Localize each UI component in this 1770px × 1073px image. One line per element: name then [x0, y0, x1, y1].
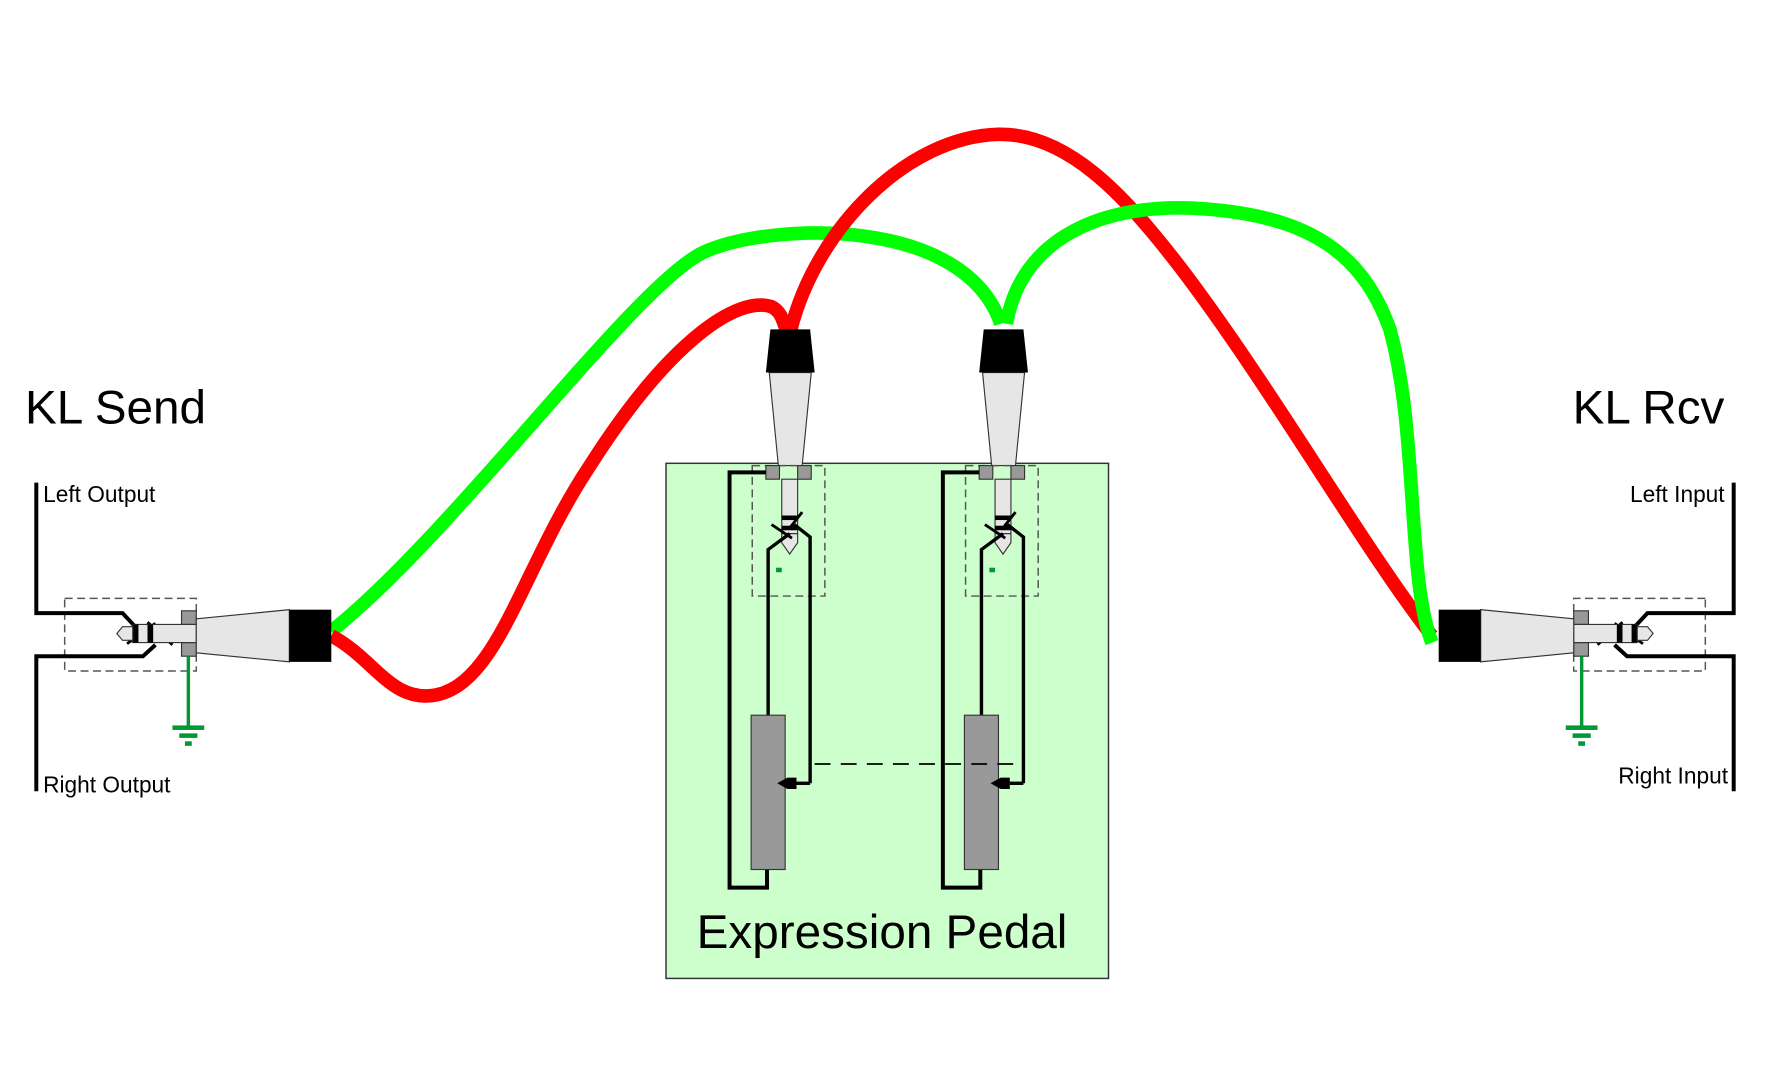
green-cable-send-to-pedal	[327, 226, 1008, 637]
receive-title: KL Rcv	[1573, 382, 1725, 435]
right-output-label: Right Output	[43, 771, 171, 797]
red-cable-send-to-pedal	[327, 298, 794, 703]
red-cable-pedal-to-receive	[784, 127, 1438, 640]
pedal-title: Expression Pedal	[697, 906, 1068, 959]
cables	[327, 127, 1439, 703]
green-cable-pedal-to-receive	[999, 201, 1439, 646]
expression-pedal-box	[665, 462, 1110, 980]
right-input-label: Right Input	[1618, 762, 1728, 788]
left-input-label: Left Input	[1630, 481, 1725, 507]
send-title: KL Send	[25, 382, 206, 435]
send-jack	[34, 480, 334, 794]
left-output-label: Left Output	[43, 481, 156, 507]
receive-jack	[1436, 480, 1736, 794]
